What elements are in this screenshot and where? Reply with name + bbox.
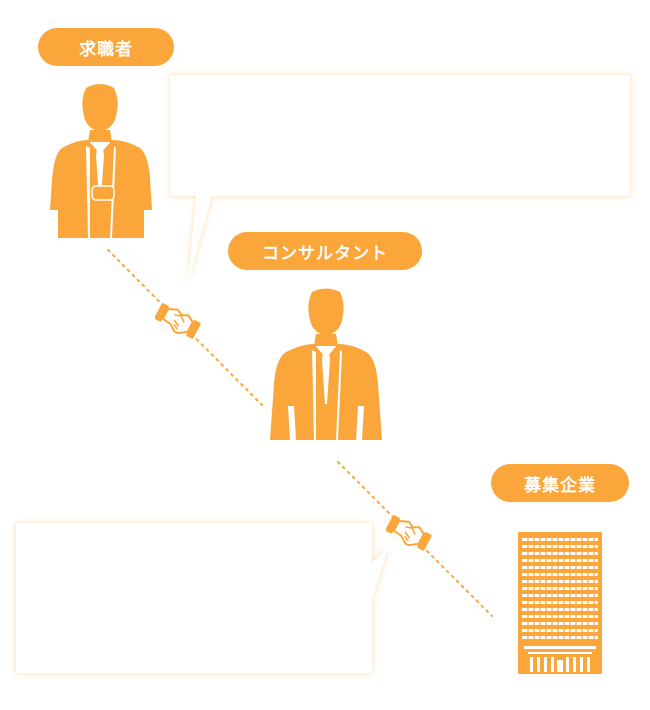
consultant-icon xyxy=(270,288,382,440)
connector-consultant-company xyxy=(337,461,493,617)
label-company: 募集企業 xyxy=(491,464,629,502)
building-window-columns xyxy=(527,536,595,641)
handshake-icon xyxy=(155,303,201,339)
building-entrance xyxy=(530,657,590,672)
building-window-rows xyxy=(522,538,598,639)
label-consultant: コンサルタント xyxy=(228,232,422,270)
connector-seeker-consultant xyxy=(107,249,263,406)
job-seeker-icon xyxy=(50,84,152,238)
label-job-seeker: 求職者 xyxy=(38,28,174,66)
office-building-icon xyxy=(518,532,602,674)
handshake-icon xyxy=(386,515,432,551)
speech-bubble-upper xyxy=(170,75,630,282)
speech-bubble-lower xyxy=(16,523,388,673)
